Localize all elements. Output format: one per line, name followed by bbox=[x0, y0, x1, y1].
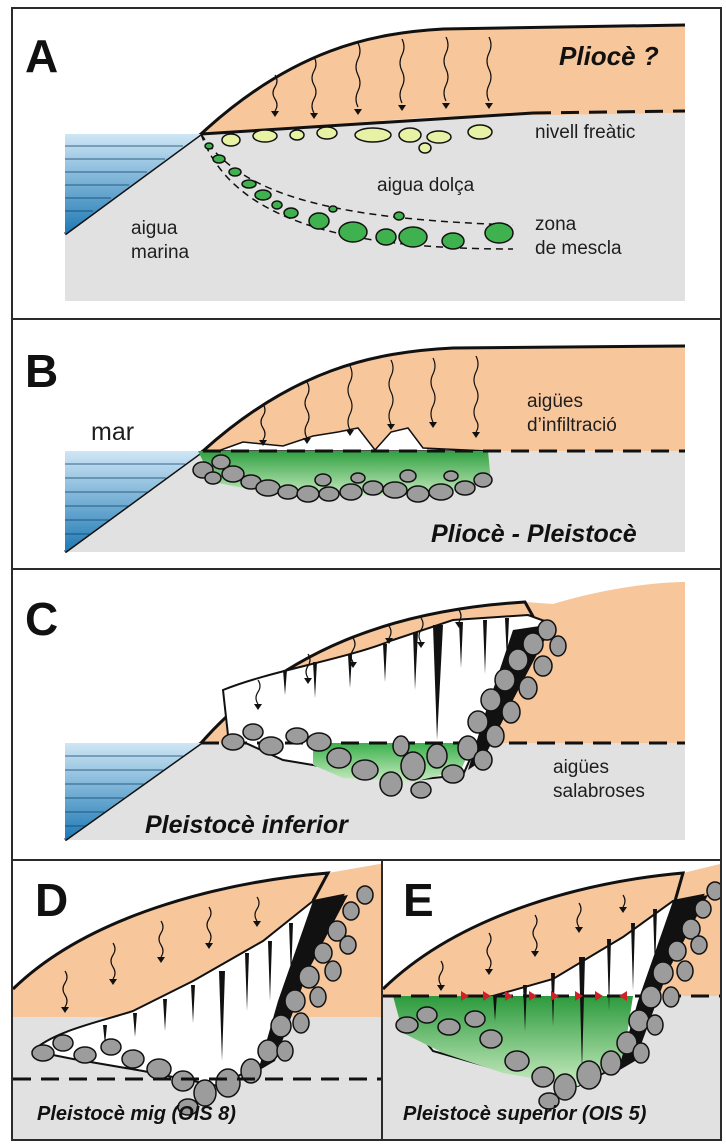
sea-water-label-1: aigua bbox=[131, 217, 178, 241]
sea-label: mar bbox=[91, 418, 134, 447]
water-table-label: nivell freàtic bbox=[535, 121, 635, 145]
period-label-d: Pleistocè mig (OIS 8) bbox=[37, 1103, 236, 1126]
period-label-a: Pliocè ? bbox=[559, 41, 659, 72]
panel-letter-c: C bbox=[25, 592, 58, 646]
panel-letter-b: B bbox=[25, 344, 58, 398]
sea-water-label-2: marina bbox=[131, 241, 189, 265]
fresh-water-label: aigua dolça bbox=[377, 174, 474, 198]
panel-d-drawing bbox=[13, 861, 383, 1141]
panel-e: E Pleistocè superior (OIS 5) bbox=[381, 859, 722, 1141]
panel-a: A Pliocè ? nivell freàtic aigua dolça ai… bbox=[11, 7, 722, 320]
brackish-label-1: aigües bbox=[553, 756, 609, 780]
period-label-e: Pleistocè superior (OIS 5) bbox=[403, 1103, 646, 1126]
panel-b: B mar aigües d’infiltració Pliocè - Plei… bbox=[11, 318, 722, 570]
infiltration-label-1: aigües bbox=[527, 390, 583, 414]
brackish-label-2: salabroses bbox=[553, 780, 645, 804]
panel-e-drawing bbox=[383, 861, 722, 1141]
panel-letter-d: D bbox=[35, 873, 68, 927]
period-label-b: Pliocè - Pleistocè bbox=[431, 520, 637, 549]
panel-c-drawing bbox=[13, 570, 722, 861]
infiltration-label-2: d’infiltració bbox=[527, 414, 617, 438]
panel-c: C aigües salabroses Pleistocè inferior bbox=[11, 568, 722, 861]
panel-d: D Pleistocè mig (OIS 8) bbox=[11, 859, 383, 1141]
panel-letter-e: E bbox=[403, 873, 434, 927]
mix-zone-label-1: zona bbox=[535, 213, 576, 237]
panel-letter-a: A bbox=[25, 29, 58, 83]
period-label-c: Pleistocè inferior bbox=[145, 811, 348, 840]
mix-zone-label-2: de mescla bbox=[535, 237, 622, 261]
